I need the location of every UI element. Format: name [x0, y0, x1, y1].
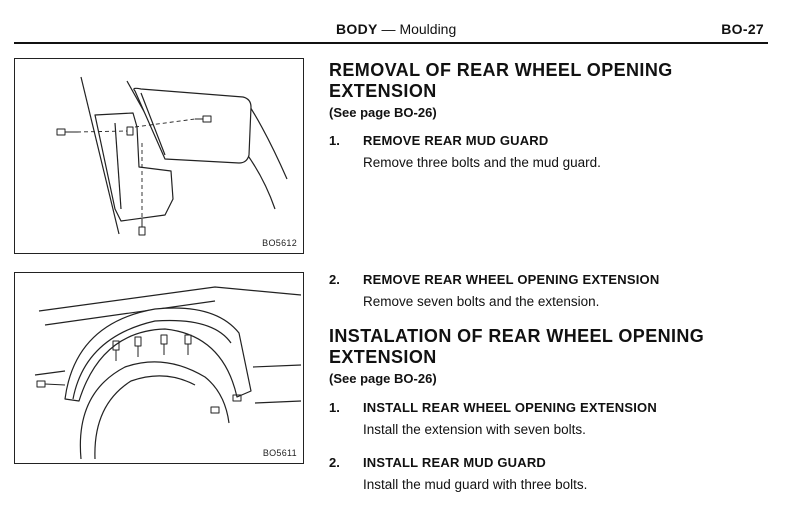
step-number: 2.: [329, 272, 340, 287]
step-body: Remove three bolts and the mud guard.: [363, 155, 601, 170]
step-number: 2.: [329, 455, 340, 470]
header-title: BODY — Moulding: [336, 21, 456, 37]
step-heading: REMOVE REAR MUD GUARD: [363, 133, 549, 148]
removal-title: REMOVAL OF REAR WHEEL OPENING EXTENSION: [329, 60, 673, 101]
removal-section: REMOVAL OF REAR WHEEL OPENING EXTENSION …: [329, 60, 749, 120]
step-body: Remove seven bolts and the extension.: [363, 294, 600, 309]
figure-code: BO5612: [262, 238, 297, 248]
step-number: 1.: [329, 133, 340, 148]
header-subsection: Moulding: [399, 21, 457, 37]
installation-section: INSTALATION OF REAR WHEEL OPENING EXTENS…: [329, 326, 749, 386]
step-heading: INSTALL REAR WHEEL OPENING EXTENSION: [363, 400, 657, 415]
figure-mud-guard: BO5612: [14, 58, 304, 254]
removal-see-page: (See page BO-26): [329, 105, 437, 120]
header-dash: —: [381, 21, 396, 37]
step-number: 1.: [329, 400, 340, 415]
header-section: BODY: [336, 21, 378, 37]
figure-code: BO5611: [262, 448, 297, 458]
step-heading: INSTALL REAR MUD GUARD: [363, 455, 547, 470]
step-heading: REMOVE REAR WHEEL OPENING EXTENSION: [363, 272, 660, 287]
installation-see-page: (See page BO-26): [329, 371, 437, 386]
figure-wheel-extension: BO5611: [14, 272, 304, 464]
step-body: Install the mud guard with three bolts.: [363, 477, 588, 492]
installation-title: INSTALATION OF REAR WHEEL OPENING EXTENS…: [329, 326, 705, 367]
page-number: BO-27: [721, 21, 764, 37]
wheel-extension-illustration: [34, 286, 302, 460]
step-body: Install the extension with seven bolts.: [363, 422, 586, 437]
page-header: BODY — Moulding BO-27: [14, 18, 768, 44]
mud-guard-illustration: [56, 76, 288, 236]
